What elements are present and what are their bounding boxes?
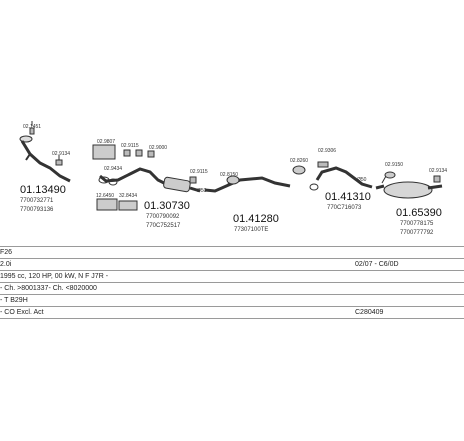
part1-oem-1: 7700732771 xyxy=(20,198,54,204)
part2-code-4: 02.9434 xyxy=(104,166,122,172)
part2-oem-2: 770C752517 xyxy=(146,223,181,229)
middle-pipe-drawing xyxy=(204,175,291,193)
part3-code-1: 02.8150 xyxy=(220,172,238,178)
diameter-label-2: Ø50 xyxy=(357,177,367,183)
part5-oem-1: 7700778175 xyxy=(400,221,434,227)
emission-label: - CO Excl. Act xyxy=(0,309,44,316)
vehicle-info-table: F26 2.0i 02/07 - C6/0D 1995 cc, 120 HP, … xyxy=(0,246,464,319)
catalog-number: C280409 xyxy=(355,309,384,316)
catalyst-pipe-drawing xyxy=(92,144,201,211)
part2-code-5: 12.6450 xyxy=(96,193,114,199)
chassis-label: - Ch. >8001337- Ch. <8020000 xyxy=(0,285,97,292)
part1-number[interactable]: 01.13490 xyxy=(20,184,66,196)
part4-oem: 770C716073 xyxy=(327,205,362,211)
part4-code-1: 02.8260 xyxy=(290,158,308,164)
info-row-emission: - CO Excl. Act C280409 xyxy=(0,306,464,319)
info-row-type: - T B29H xyxy=(0,294,464,306)
specs-label: 1995 cc, 120 HP, 00 kW, N F J7R - xyxy=(0,273,109,280)
part2-code-7: 02.9115 xyxy=(190,169,208,175)
part2-code-6: 32.8434 xyxy=(119,193,137,199)
part2-code-1: 02.9807 xyxy=(97,139,115,145)
part3-number[interactable]: 01.41280 xyxy=(233,213,279,225)
info-row-chassis: - Ch. >8001337- Ch. <8020000 xyxy=(0,282,464,294)
intermediate-pipe-drawing xyxy=(292,161,373,191)
part3-oem: 77307100TE xyxy=(234,227,268,233)
period-label: 02/07 - C6/0D xyxy=(355,261,399,268)
engine-label: 2.0i xyxy=(0,261,12,268)
part1-code-1: 02.1451 xyxy=(23,124,41,130)
part1-oem-2: 7700793136 xyxy=(20,207,54,213)
part4-number[interactable]: 01.41310 xyxy=(325,191,371,203)
info-row-model: F26 xyxy=(0,246,464,258)
model-label: F26 xyxy=(0,249,13,256)
part5-number[interactable]: 01.65390 xyxy=(396,207,442,219)
diameter-label-1: Ø50 xyxy=(197,188,207,194)
part5-code-2: 02.9134 xyxy=(429,168,447,174)
part1-code-2: 02.9134 xyxy=(52,151,70,157)
front-pipe-drawing xyxy=(19,121,71,183)
part4-code-2: 02.9306 xyxy=(318,148,336,154)
info-row-specs: 1995 cc, 120 HP, 00 kW, N F J7R - xyxy=(0,270,464,282)
part2-code-2: 02.9115 xyxy=(121,143,139,149)
part5-code-1: 02.9150 xyxy=(385,162,403,168)
part5-oem-2: 7700777792 xyxy=(400,230,434,236)
info-row-engine: 2.0i 02/07 - C6/0D xyxy=(0,258,464,270)
rear-silencer-drawing xyxy=(375,171,443,199)
type-label: - T B29H xyxy=(0,297,28,304)
part2-oem-1: 7700790092 xyxy=(146,214,180,220)
exhaust-system-diagram: 02.1451 02.9134 01.13490 7700732771 7700… xyxy=(19,121,447,236)
part2-number[interactable]: 01.30730 xyxy=(144,200,190,212)
part2-code-3: 02.9000 xyxy=(149,145,167,151)
